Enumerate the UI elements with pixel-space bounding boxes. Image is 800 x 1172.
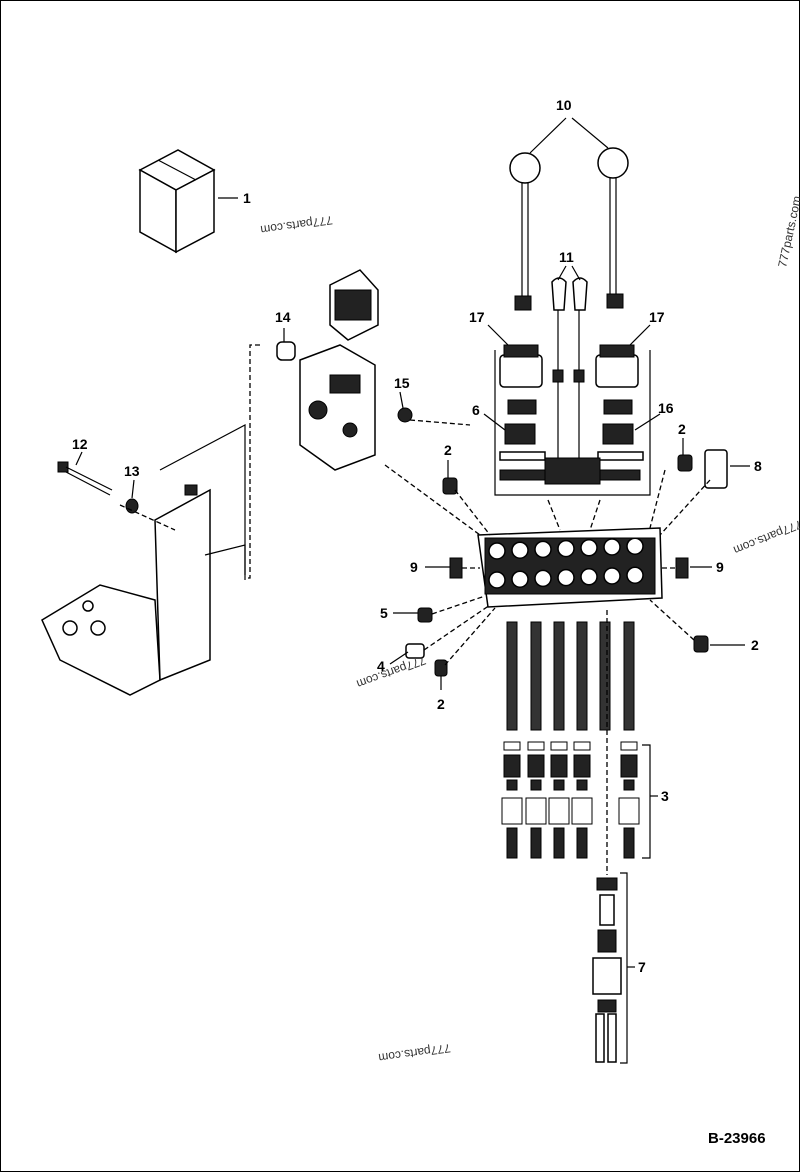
spool-component bbox=[501, 797, 523, 825]
spool-component bbox=[620, 754, 638, 778]
spool-component bbox=[550, 741, 568, 751]
watermark-4: 777parts.com bbox=[355, 653, 428, 691]
callout-12: 12 bbox=[72, 436, 88, 452]
spool-rod bbox=[530, 621, 542, 731]
callout-6: 6 bbox=[472, 402, 480, 418]
spool-component bbox=[553, 827, 565, 859]
valve-port bbox=[626, 537, 644, 555]
valve-stack-upper bbox=[276, 269, 413, 471]
callout-14: 14 bbox=[275, 309, 291, 325]
watermark-2: 777parts.com bbox=[775, 195, 800, 269]
callout-leaders bbox=[75, 117, 750, 1064]
callout-7: 7 bbox=[638, 959, 646, 975]
spool-rod bbox=[553, 621, 565, 731]
valve-port bbox=[511, 541, 529, 559]
spool-component bbox=[503, 741, 521, 751]
callout-2-d: 2 bbox=[751, 637, 759, 653]
valve-port bbox=[557, 568, 575, 587]
callout-3: 3 bbox=[661, 788, 669, 804]
diagram-reference-number: B-23966 bbox=[708, 1130, 766, 1147]
spool-rod bbox=[599, 621, 611, 731]
part-17-boots bbox=[499, 344, 639, 388]
callout-10: 10 bbox=[556, 97, 572, 113]
valve-port bbox=[580, 568, 598, 586]
valve-port bbox=[511, 570, 529, 588]
callout-11: 11 bbox=[559, 249, 574, 265]
part-1-box bbox=[138, 149, 216, 254]
spool-component bbox=[623, 779, 635, 791]
spool-component bbox=[618, 797, 640, 825]
valve-port bbox=[557, 539, 575, 558]
main-valve-block bbox=[477, 527, 663, 608]
spool-component bbox=[503, 754, 521, 778]
pedestal-base bbox=[41, 424, 246, 696]
spool-component bbox=[576, 779, 588, 791]
valve-port bbox=[626, 566, 644, 584]
spool-component bbox=[571, 797, 593, 825]
pilot-valve-assembly bbox=[494, 350, 651, 496]
spool-component bbox=[573, 754, 591, 778]
valve-port bbox=[603, 567, 621, 585]
spool-component bbox=[620, 741, 638, 751]
callout-9-right: 9 bbox=[716, 559, 724, 575]
spool-component bbox=[550, 754, 568, 778]
spool-component bbox=[530, 827, 542, 859]
part-3-spools bbox=[501, 621, 640, 859]
spool-component bbox=[506, 827, 518, 859]
callout-2-b: 2 bbox=[678, 421, 686, 437]
assembly-leader-lines bbox=[119, 344, 711, 875]
callout-1: 1 bbox=[243, 190, 251, 206]
callout-16: 16 bbox=[658, 400, 674, 416]
spool-component bbox=[576, 827, 588, 859]
spool-rod bbox=[623, 621, 635, 731]
callout-17-left: 17 bbox=[469, 309, 485, 325]
watermark-5: 777parts.com bbox=[378, 1041, 452, 1065]
callout-8: 8 bbox=[754, 458, 762, 474]
callout-labels: 1 10 11 17 17 14 15 6 16 2 2 8 12 13 9 9… bbox=[72, 97, 762, 975]
spool-component bbox=[527, 741, 545, 751]
spool-component bbox=[525, 797, 547, 825]
spool-component bbox=[623, 827, 635, 859]
part-10-joysticks bbox=[509, 147, 629, 311]
spool-component bbox=[527, 754, 545, 778]
callout-9-left: 9 bbox=[410, 559, 418, 575]
valve-port bbox=[488, 571, 506, 589]
callout-5: 5 bbox=[380, 605, 388, 621]
callout-4: 4 bbox=[377, 658, 385, 674]
spool-rod bbox=[576, 621, 588, 731]
valve-port bbox=[580, 539, 598, 557]
callout-15: 15 bbox=[394, 375, 410, 391]
watermark-3: 777parts.com bbox=[731, 517, 800, 557]
fittings bbox=[405, 449, 728, 677]
valve-port bbox=[534, 569, 552, 588]
callout-2-a: 2 bbox=[444, 442, 452, 458]
spool-rod bbox=[506, 621, 518, 731]
part-7-spool bbox=[592, 877, 622, 1063]
part-11-levers bbox=[551, 277, 588, 462]
valve-port bbox=[534, 540, 552, 559]
spool-component bbox=[573, 741, 591, 751]
callout-2-c: 2 bbox=[437, 696, 445, 712]
spool-component bbox=[506, 779, 518, 791]
valve-port bbox=[603, 538, 621, 556]
valve-ports bbox=[488, 537, 644, 589]
spool-component bbox=[548, 797, 570, 825]
spool-component bbox=[530, 779, 542, 791]
watermark-1: 777parts.com bbox=[260, 213, 334, 237]
valve-port bbox=[488, 542, 506, 560]
callout-13: 13 bbox=[124, 463, 140, 479]
callout-17-right: 17 bbox=[649, 309, 665, 325]
spool-component bbox=[553, 779, 565, 791]
